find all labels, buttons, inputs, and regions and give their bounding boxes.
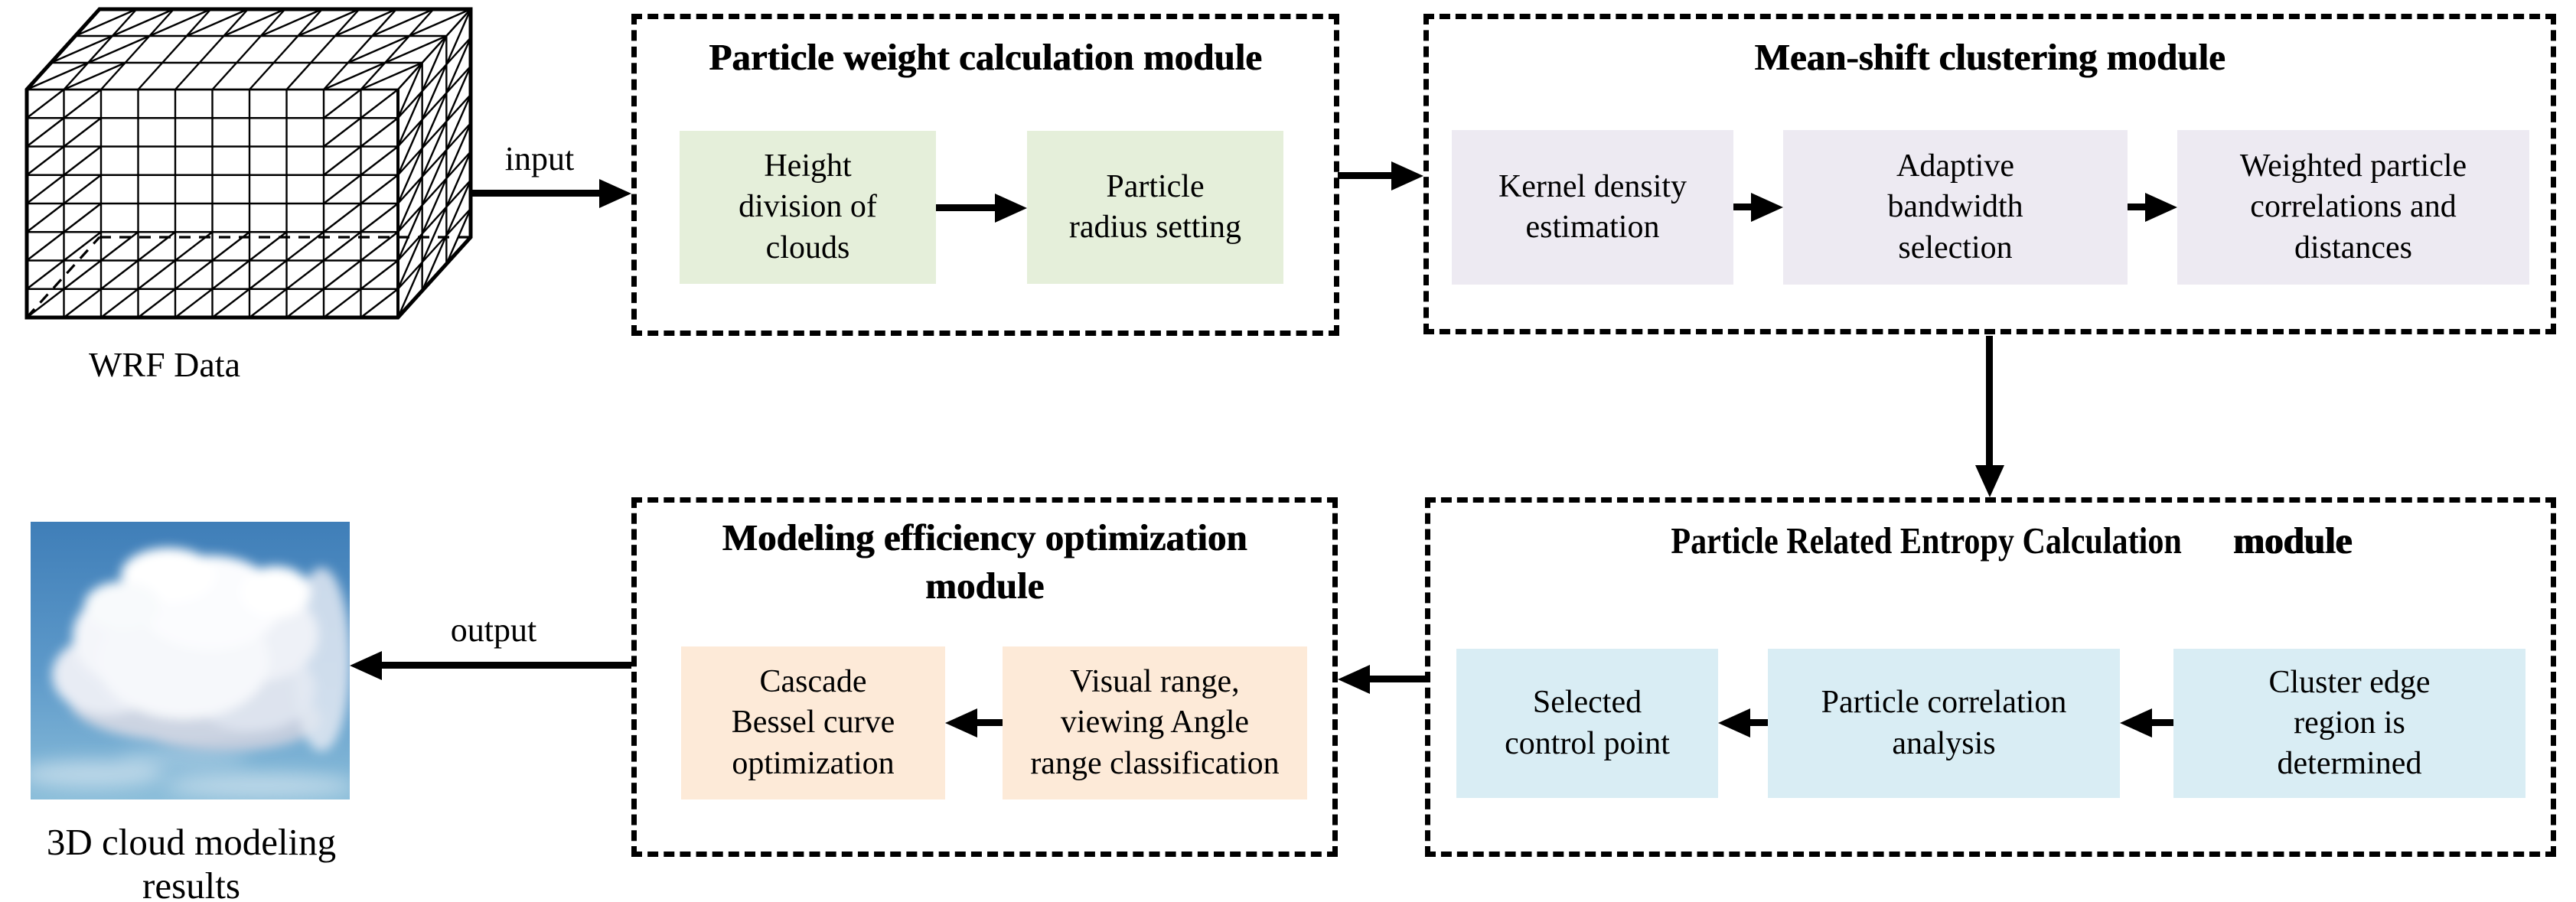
step-kernel-density: Kernel density estimation [1452,130,1733,285]
step-selected-control-point: Selected control point [1456,649,1718,798]
step-particle-correlation: Particle correlation analysis [1768,649,2120,798]
arrow-visual-to-cascade [977,719,1003,726]
output-label: output [450,611,537,649]
step-cascade-bessel: Cascade Bessel curve optimization [681,646,945,799]
arrow-module2-to-module4 [1986,336,1993,465]
arrow-bandwidth-to-correlations [2128,204,2145,210]
input-arrow [469,190,599,197]
input-label: input [504,140,575,177]
module-entropy-calculation-title: Particle Related Entropy Calculation mod… [1425,517,2556,565]
step-height-division: Height division of clouds [680,131,936,284]
wrf-data-label: WRF Data [88,345,240,384]
module-particle-weight-title: Particle weight calculation module [709,36,1262,78]
cloud-result-image [31,522,350,799]
step-visual-range: Visual range, viewing Angle range classi… [1003,646,1307,799]
arrow-kernel-to-bandwidth [1733,204,1751,210]
step-adaptive-bandwidth: Adaptive bandwidth selection [1783,130,2128,285]
module-mean-shift-title: Mean-shift clustering module [1754,36,2225,78]
output-arrow [382,662,631,669]
cloud-result-label: 3D cloud modeling results [46,821,337,902]
arrow-height-to-radius [936,204,995,211]
wrf-voxel-grid-illustration [24,7,473,320]
module-entropy-title-main: Particle Related Entropy Calculation [1671,519,2183,562]
arrow-module4-to-module3 [1370,676,1425,682]
step-cluster-edge: Cluster edge region is determined [2173,649,2525,798]
arrow-cluster-to-correlation [2152,719,2173,726]
step-particle-radius: Particle radius setting [1027,131,1283,284]
arrow-correlation-to-control-point [1750,719,1768,726]
arrow-module1-to-module2 [1338,172,1391,179]
step-weighted-correlations: Weighted particle correlations and dista… [2177,130,2529,285]
module-efficiency-optimization-title: Modeling efficiency optimization module [722,516,1247,607]
